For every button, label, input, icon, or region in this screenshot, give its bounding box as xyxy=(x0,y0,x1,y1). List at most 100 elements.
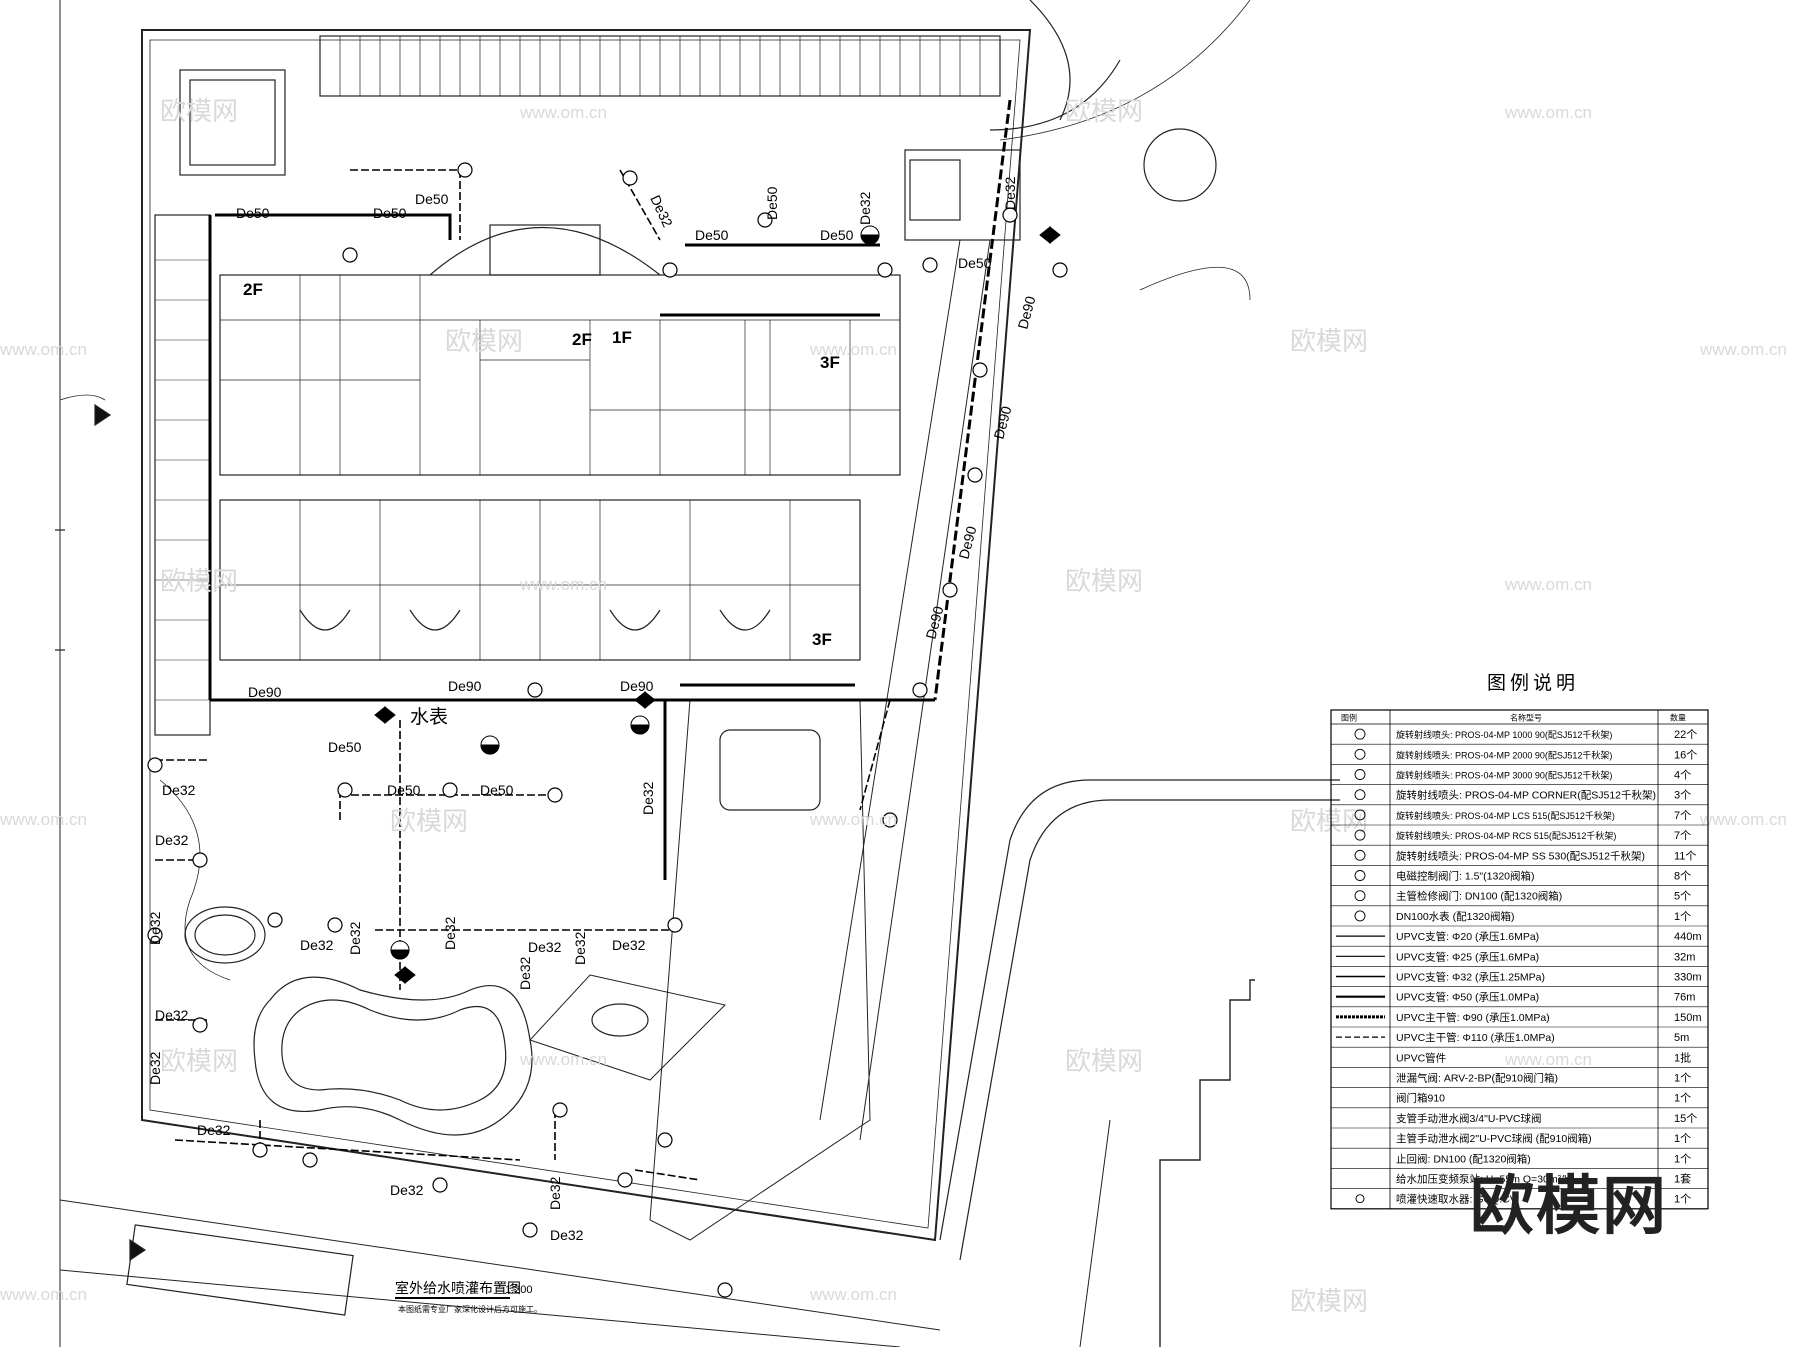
site-boundary xyxy=(141,29,1032,1242)
watermark-url: www.om.cn xyxy=(809,810,897,829)
floor-label: 2F xyxy=(572,330,592,349)
legend-item-name: 旋转射线喷头: PROS-04-MP CORNER(配SJ512千秋架) xyxy=(1396,789,1656,802)
legend-symbol-icon xyxy=(1354,748,1366,760)
legend-title: 图例说明 xyxy=(1487,672,1579,694)
legend-item-name: 主管检修阀门: DN100 (配1320阀箱) xyxy=(1396,890,1562,903)
garden-oval xyxy=(184,906,266,964)
legend-item-qty: 7个 xyxy=(1674,809,1691,822)
pipe-label: De90 xyxy=(955,524,979,561)
legend-symbol-icon xyxy=(1354,910,1366,922)
legend-item-name: 旋转射线喷头: PROS-04-MP 1000 90(配SJ512千秋架) xyxy=(1396,729,1612,740)
sprinkler-heads xyxy=(147,162,1068,1298)
legend-symbol-icon xyxy=(1354,769,1366,780)
legend-item-qty: 1套 xyxy=(1674,1173,1691,1186)
legend-item-name: 止回阀: DN100 (配1320阀箱) xyxy=(1396,1152,1531,1165)
legend-item-qty: 1个 xyxy=(1674,1152,1691,1165)
pipe-label: De32 xyxy=(147,1051,163,1085)
legend-item-name: UPVC主干管: Φ110 (承压1.0MPa) xyxy=(1396,1031,1555,1044)
legend-item-name: UPVC支管: Φ50 (承压1.0MPa) xyxy=(1396,991,1539,1004)
driveway-ramp xyxy=(649,699,871,1241)
pipe-label: De32 xyxy=(517,956,533,990)
main-pipe-east xyxy=(933,99,1012,701)
pipe-label: De32 xyxy=(197,1122,231,1138)
legend-item-name: 阀门箱910 xyxy=(1396,1092,1445,1105)
pipe-label: De50 xyxy=(820,227,854,243)
watermark-text: 欧模网 xyxy=(1290,806,1368,836)
legend-item-name: 旋转射线喷头: PROS-04-MP SS 530(配SJ512千秋架) xyxy=(1396,849,1645,862)
pipe-label: De50 xyxy=(764,186,780,220)
legend-item-qty: 1个 xyxy=(1674,1092,1691,1105)
legend-header: 名称型号 xyxy=(1510,713,1542,723)
legend-item-qty: 1个 xyxy=(1674,1132,1691,1145)
legend-item-name: UPVC支管: Φ32 (承压1.25MPa) xyxy=(1396,971,1545,984)
legend-item-qty: 4个 xyxy=(1674,769,1691,782)
watermark-text: 欧模网 xyxy=(1065,96,1143,126)
parallel-road xyxy=(939,779,1340,1241)
building-entrance-arc xyxy=(429,227,661,276)
building-north-wing xyxy=(219,274,901,476)
pipe-label: De32 xyxy=(612,937,646,953)
pipe-label: De90 xyxy=(620,678,654,694)
north-arrow-icon xyxy=(1143,128,1217,202)
legend-symbol-icon xyxy=(1354,829,1366,841)
pump-house xyxy=(904,149,1021,241)
legend-symbol-icon xyxy=(1354,789,1366,801)
watermark-url: www.om.cn xyxy=(0,1285,87,1304)
pipe-label: De32 xyxy=(547,1176,563,1210)
pipe-label: De50 xyxy=(373,205,407,221)
watermark-url: www.om.cn xyxy=(1504,103,1592,122)
floor-label: 3F xyxy=(820,353,840,372)
pipe-label: De32 xyxy=(155,832,189,848)
legend-item-qty: 5个 xyxy=(1674,890,1691,903)
pipe-label: De32 xyxy=(640,781,656,815)
pipe-label: De90 xyxy=(248,684,282,700)
watermark-text: 欧模网 xyxy=(1290,326,1368,356)
left-corridor xyxy=(154,214,211,736)
legend-item-name: 主管手动泄水阀2"U-PVC球阀 (配910阀箱) xyxy=(1396,1132,1592,1145)
watermark-url: www.om.cn xyxy=(1504,1050,1592,1069)
legend-item-name: UPVC支管: Φ25 (承压1.6MPa) xyxy=(1396,950,1539,963)
valve-icons xyxy=(374,225,1061,985)
garden-pond xyxy=(253,976,533,1136)
garden-path xyxy=(159,779,231,981)
legend-item-qty: 5m xyxy=(1674,1032,1689,1044)
watermark-url: www.om.cn xyxy=(1699,340,1787,359)
floor-label: 3F xyxy=(812,630,832,649)
legend-symbol-icon xyxy=(1354,728,1366,740)
watermark-url: www.om.cn xyxy=(519,1050,607,1069)
legend-item-name: 电磁控制阀门: 1.5"(1320阀箱) xyxy=(1396,870,1535,883)
watermarks: 欧模网 欧模网 欧模网 欧模网 欧模网 欧模网 欧模网 欧模网 欧模网 欧模网 … xyxy=(160,96,1368,1316)
pipe-label: De50 xyxy=(328,739,362,755)
watermark-text: 欧模网 xyxy=(160,566,238,596)
legend-item-name: UPVC管件 xyxy=(1396,1051,1446,1064)
pipe-label: De32 xyxy=(550,1227,584,1243)
pipe-label: De32 xyxy=(442,916,458,950)
legend-item-qty: 22个 xyxy=(1674,728,1697,741)
legend-header: 数量 xyxy=(1670,713,1686,723)
legend-item-qty: 1个 xyxy=(1674,910,1691,923)
legend-item-qty: 11个 xyxy=(1674,849,1696,862)
legend-symbol-icon xyxy=(1354,849,1366,861)
pipe-label: De32 xyxy=(147,911,163,945)
pipe-label: De32 xyxy=(300,937,334,953)
legend-item-qty: 1个 xyxy=(1674,1193,1691,1206)
neighbor-building xyxy=(1159,979,1255,1347)
legend-item-name: 旋转射线喷头: PROS-04-MP RCS 515(配SJ512千秋架) xyxy=(1396,830,1616,841)
watermark-text: 欧模网 xyxy=(1065,566,1143,596)
legend-item-name: 旋转射线喷头: PROS-04-MP 2000 90(配SJ512千秋架) xyxy=(1396,749,1612,760)
floor-label: 2F xyxy=(243,280,263,299)
pipe-label: De32 xyxy=(390,1182,424,1198)
pipe-label: De32 xyxy=(155,1007,189,1023)
pipe-label: De32 xyxy=(1002,176,1018,210)
legend-item-qty: 15个 xyxy=(1674,1112,1697,1125)
legend-item-name: UPVC支管: Φ20 (承压1.6MPa) xyxy=(1396,930,1539,943)
legend-item-name: 旋转射线喷头: PROS-04-MP LCS 515(配SJ512千秋架) xyxy=(1396,810,1615,821)
legend-item-name: UPVC主干管: Φ90 (承压1.0MPa) xyxy=(1396,1011,1550,1024)
watermark-text: 欧模网 xyxy=(1065,1046,1143,1076)
legend-item-name: 支管手动泄水阀3/4"U-PVC球阀 xyxy=(1396,1112,1542,1125)
pipe-label: De50 xyxy=(236,205,270,221)
watermark-url: www.om.cn xyxy=(1699,810,1787,829)
watermark-url: www.om.cn xyxy=(519,103,607,122)
